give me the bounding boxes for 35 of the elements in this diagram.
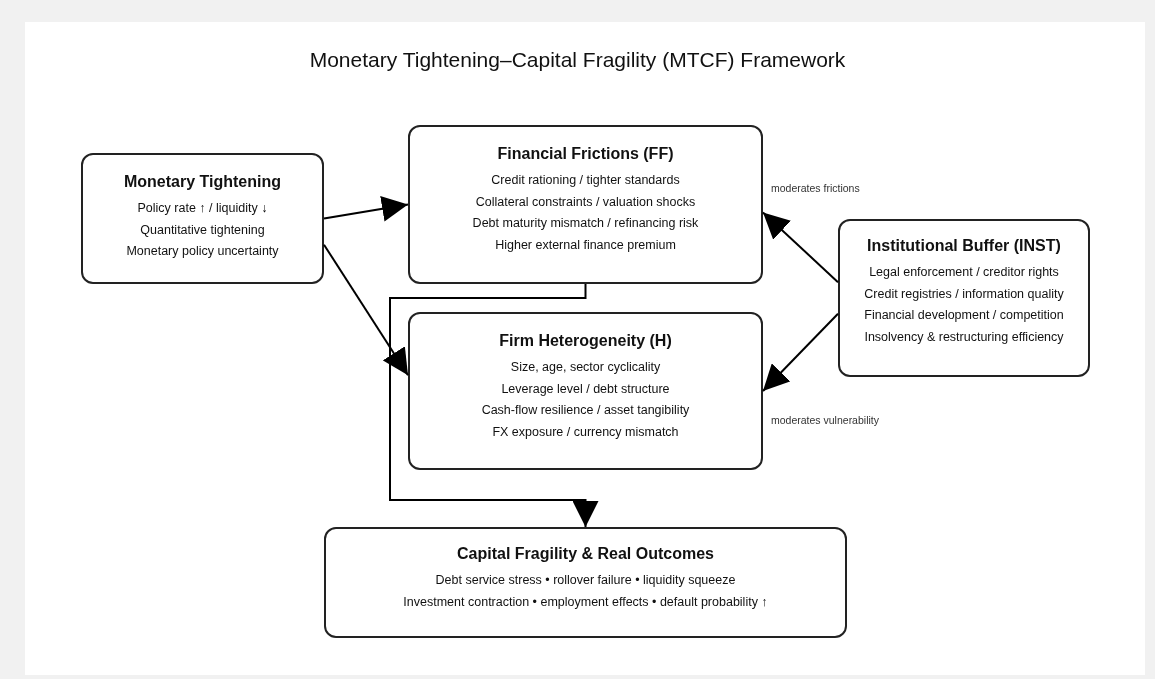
edge-label: moderates vulnerability — [768, 413, 882, 427]
diagram-title: Monetary Tightening–Capital Fragility (MTCF) Framework — [308, 48, 847, 72]
box-text: Cash-flow resilience / asset tangibility — [481, 402, 690, 419]
box-text: FX exposure / currency mismatch — [492, 423, 679, 441]
box-text: Policy rate ↑ / liquidity ↓ — [137, 200, 268, 217]
process-box — [408, 312, 763, 470]
box-text: Collateral constraints / valuation shocks — [475, 193, 696, 211]
box-text: Credit rationing / tighter standards — [491, 172, 680, 189]
box-text: Investment contraction • employment effects • default probability ↑ — [403, 593, 768, 611]
process-box — [81, 153, 324, 284]
box-text: Monetary policy uncertainty — [126, 243, 279, 260]
box-text: Quantitative tightening — [140, 221, 265, 239]
box-text: Debt service stress • rollover failure • liquidity squeeze — [435, 572, 736, 589]
box-text: Leverage level / debt structure — [501, 380, 670, 398]
box-text: Higher external finance premium — [495, 236, 676, 254]
box-text: Debt maturity mismatch / refinancing risk — [472, 215, 699, 232]
arrow — [389, 283, 599, 528]
edge-label: moderates frictions — [768, 181, 863, 195]
arrow — [762, 312, 839, 392]
box-heading: Monetary Tightening — [123, 173, 281, 191]
box-text: Size, age, sector cyclicality — [510, 359, 661, 376]
process-box — [838, 219, 1090, 377]
arrow — [762, 211, 839, 284]
box-heading: Capital Fragility & Real Outcomes — [457, 545, 714, 563]
process-box — [408, 125, 763, 284]
arrow — [323, 243, 409, 377]
process-box — [324, 527, 847, 638]
box-heading: Financial Frictions (FF) — [497, 145, 674, 163]
box-heading: Institutional Buffer (INST) — [867, 237, 1061, 255]
box-text: Financial development / competition — [864, 307, 1064, 324]
arrow — [323, 195, 409, 222]
box-text: Legal enforcement / creditor rights — [869, 264, 1059, 281]
box-text: Insolvency & restructuring efficiency — [864, 328, 1064, 346]
box-text: Credit registries / information quality — [864, 285, 1064, 303]
box-heading: Firm Heterogeneity (H) — [499, 332, 672, 350]
